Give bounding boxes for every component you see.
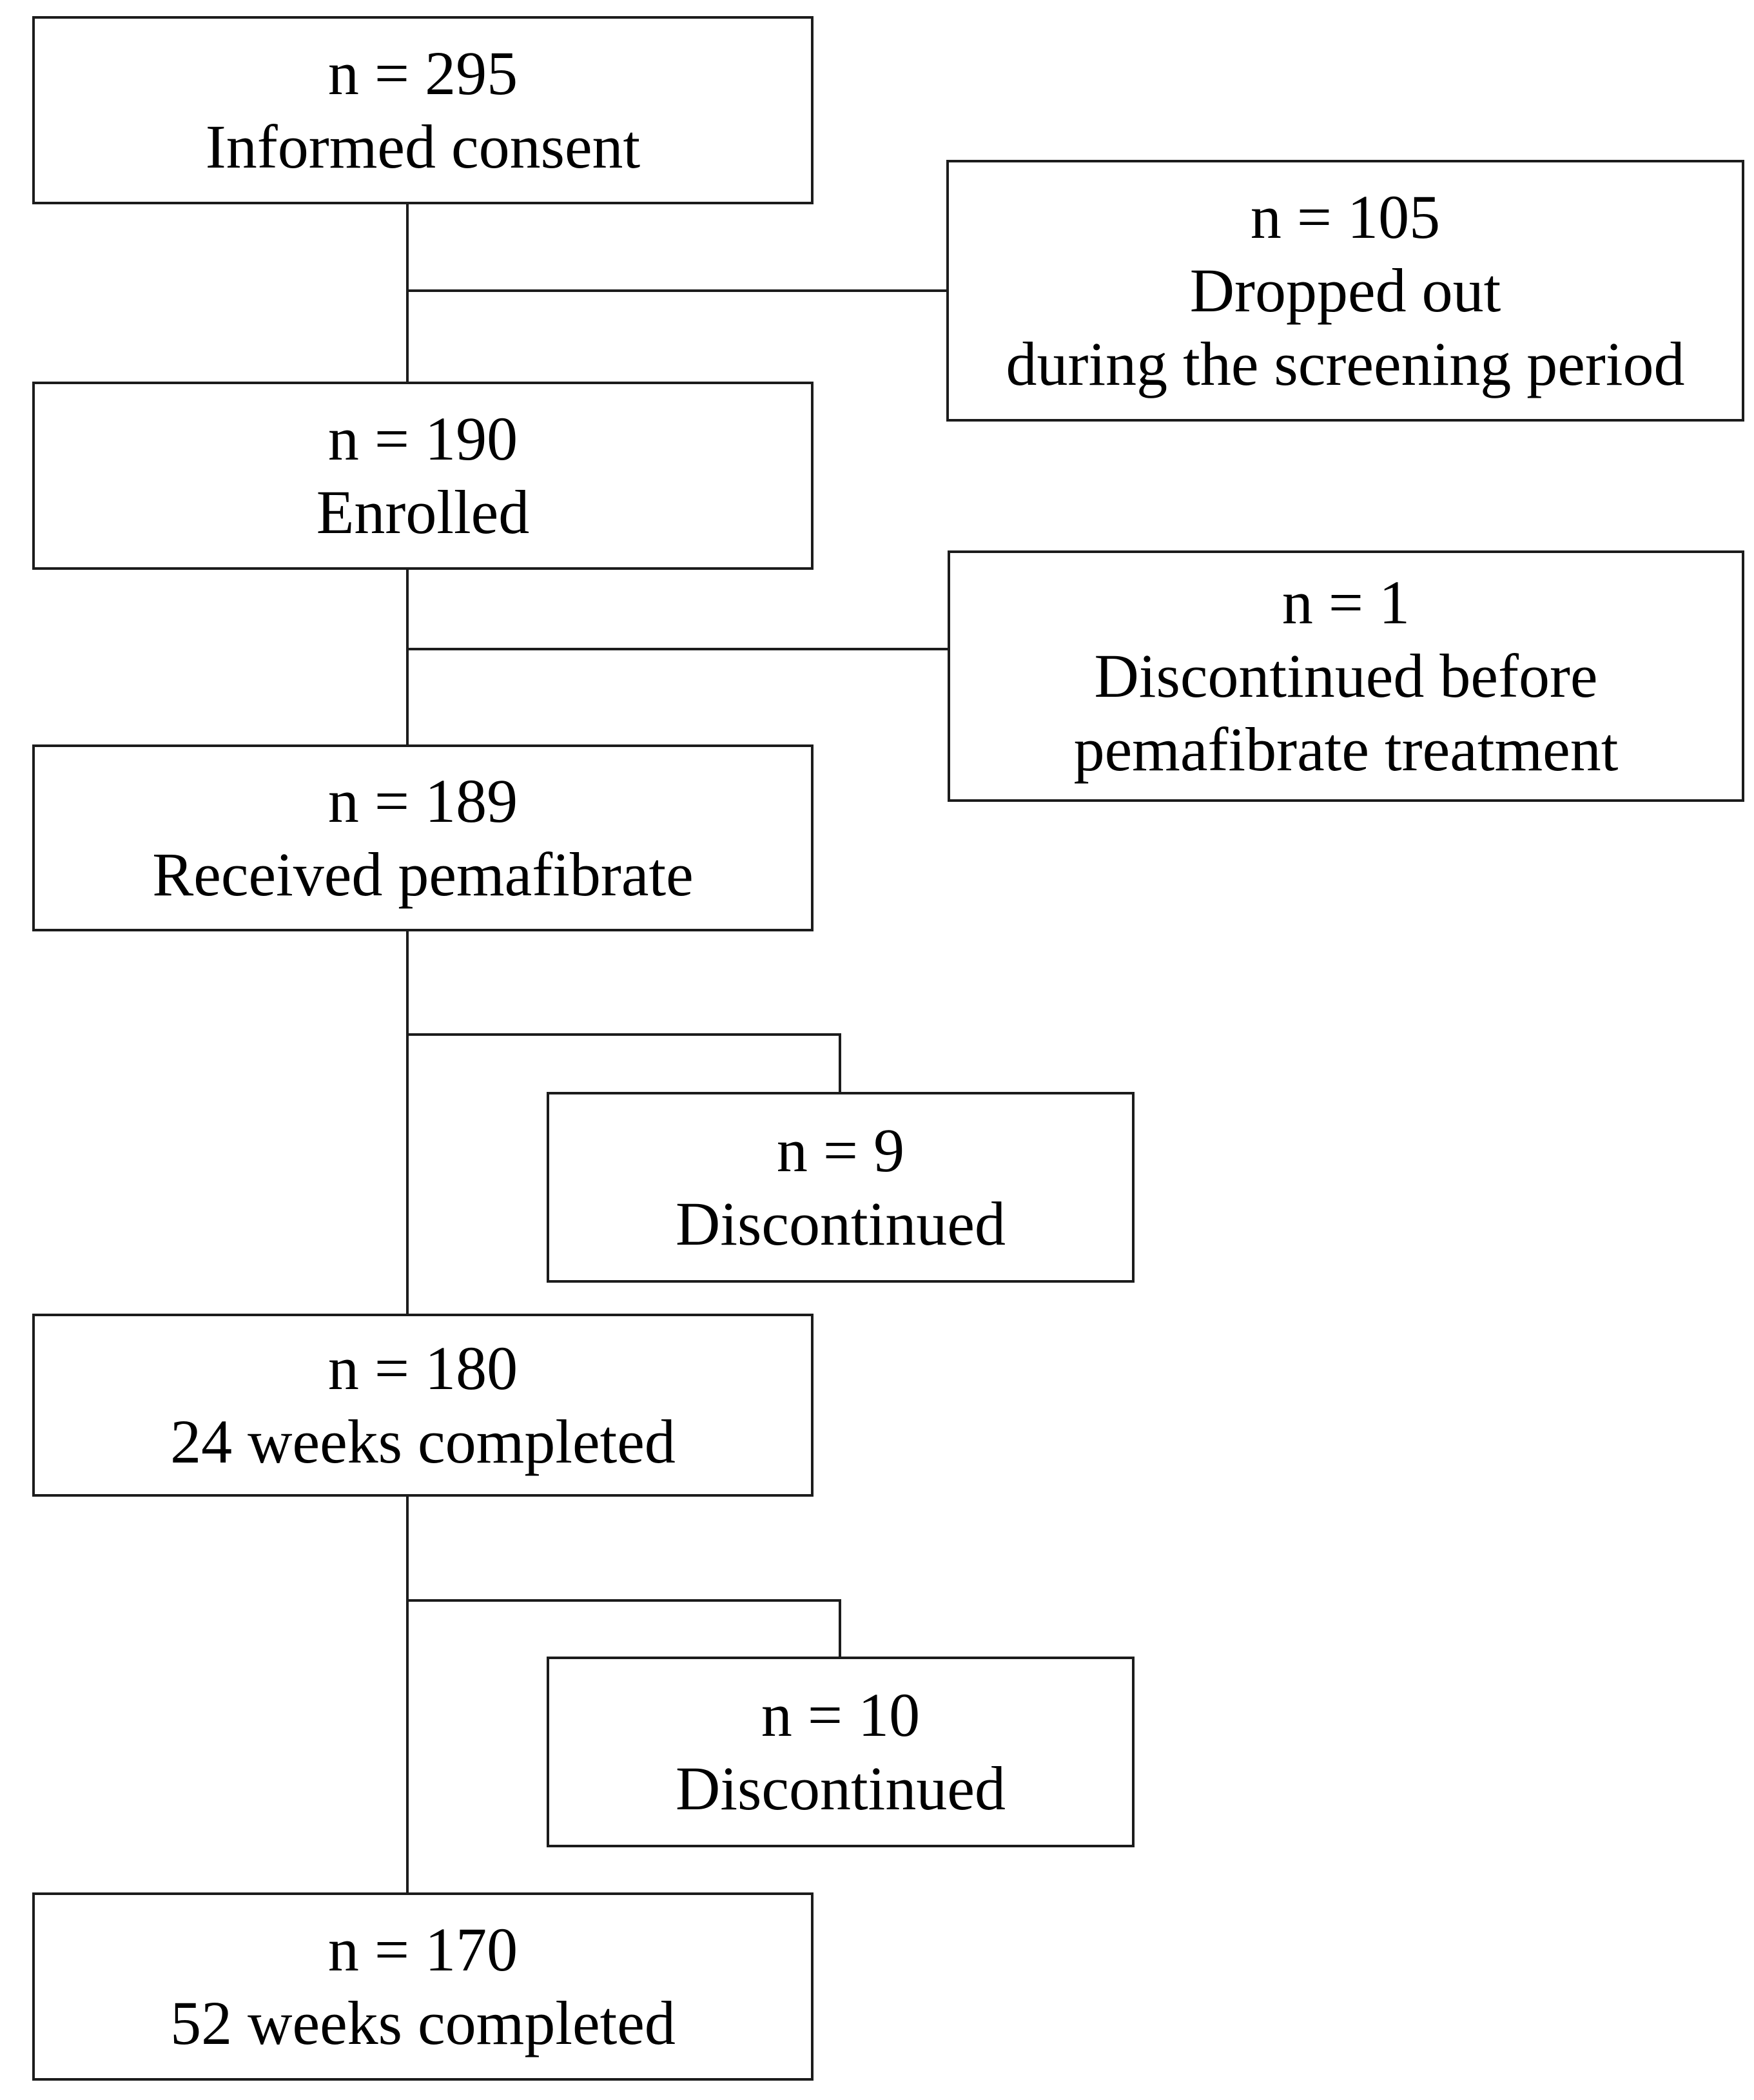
box-line-n: n = 9 <box>776 1116 905 1185</box>
flow-box-dropped-out-screening: n = 105 Dropped out during the screening… <box>946 160 1744 422</box>
box-line-label: Discontinued before <box>1094 641 1598 710</box>
flow-box-discontinued-before-treatment: n = 1 Discontinued before pemafibrate tr… <box>948 550 1744 802</box>
box-line-label: 24 weeks completed <box>170 1407 676 1476</box>
connector-24weeks-to-52weeks <box>406 1497 409 1892</box>
connector-branch-discontinued-before <box>407 648 948 650</box>
flow-box-discontinued-at-24-weeks: n = 9 Discontinued <box>547 1092 1135 1283</box>
box-line-n: n = 295 <box>327 39 518 108</box>
connector-branch-discontinued-24 <box>407 1033 841 1036</box>
box-line-label: Discontinued <box>676 1754 1006 1823</box>
connector-informed-to-enrolled <box>406 204 409 382</box>
connector-stub-discontinued-24 <box>839 1033 841 1092</box>
flow-box-discontinued-at-52-weeks: n = 10 Discontinued <box>547 1657 1135 1847</box>
box-line-n: n = 10 <box>761 1680 921 1749</box>
flow-box-received-pemafibrate: n = 189 Received pemafibrate <box>32 744 814 931</box>
box-line-n: n = 1 <box>1281 568 1410 637</box>
box-line-n: n = 170 <box>327 1915 518 1984</box>
flow-box-informed-consent: n = 295 Informed consent <box>32 16 814 204</box>
box-line-n: n = 190 <box>327 404 518 473</box>
box-line-n: n = 105 <box>1250 182 1441 251</box>
box-line-label: Received pemafibrate <box>152 840 694 909</box>
box-line-label2: pemafibrate treatment <box>1073 715 1619 784</box>
box-line-label: Discontinued <box>676 1189 1006 1258</box>
box-line-label: Dropped out <box>1189 256 1501 325</box>
box-line-n: n = 180 <box>327 1334 518 1403</box>
flow-box-completed-52-weeks: n = 170 52 weeks completed <box>32 1892 814 2081</box>
box-line-label2: during the screening period <box>1006 329 1685 398</box>
connector-enrolled-to-received <box>406 570 409 744</box>
box-line-label: Enrolled <box>316 478 530 547</box>
flow-box-enrolled: n = 190 Enrolled <box>32 382 814 570</box>
connector-branch-discontinued-52 <box>407 1599 841 1602</box>
connector-stub-discontinued-52 <box>839 1599 841 1657</box>
box-line-n: n = 189 <box>327 766 518 835</box>
flow-box-completed-24-weeks: n = 180 24 weeks completed <box>32 1314 814 1497</box>
connector-received-to-24weeks <box>406 931 409 1314</box>
box-line-label: Informed consent <box>205 112 641 181</box>
connector-branch-dropped-out <box>407 289 946 292</box>
box-line-label: 52 weeks completed <box>170 1988 676 2057</box>
